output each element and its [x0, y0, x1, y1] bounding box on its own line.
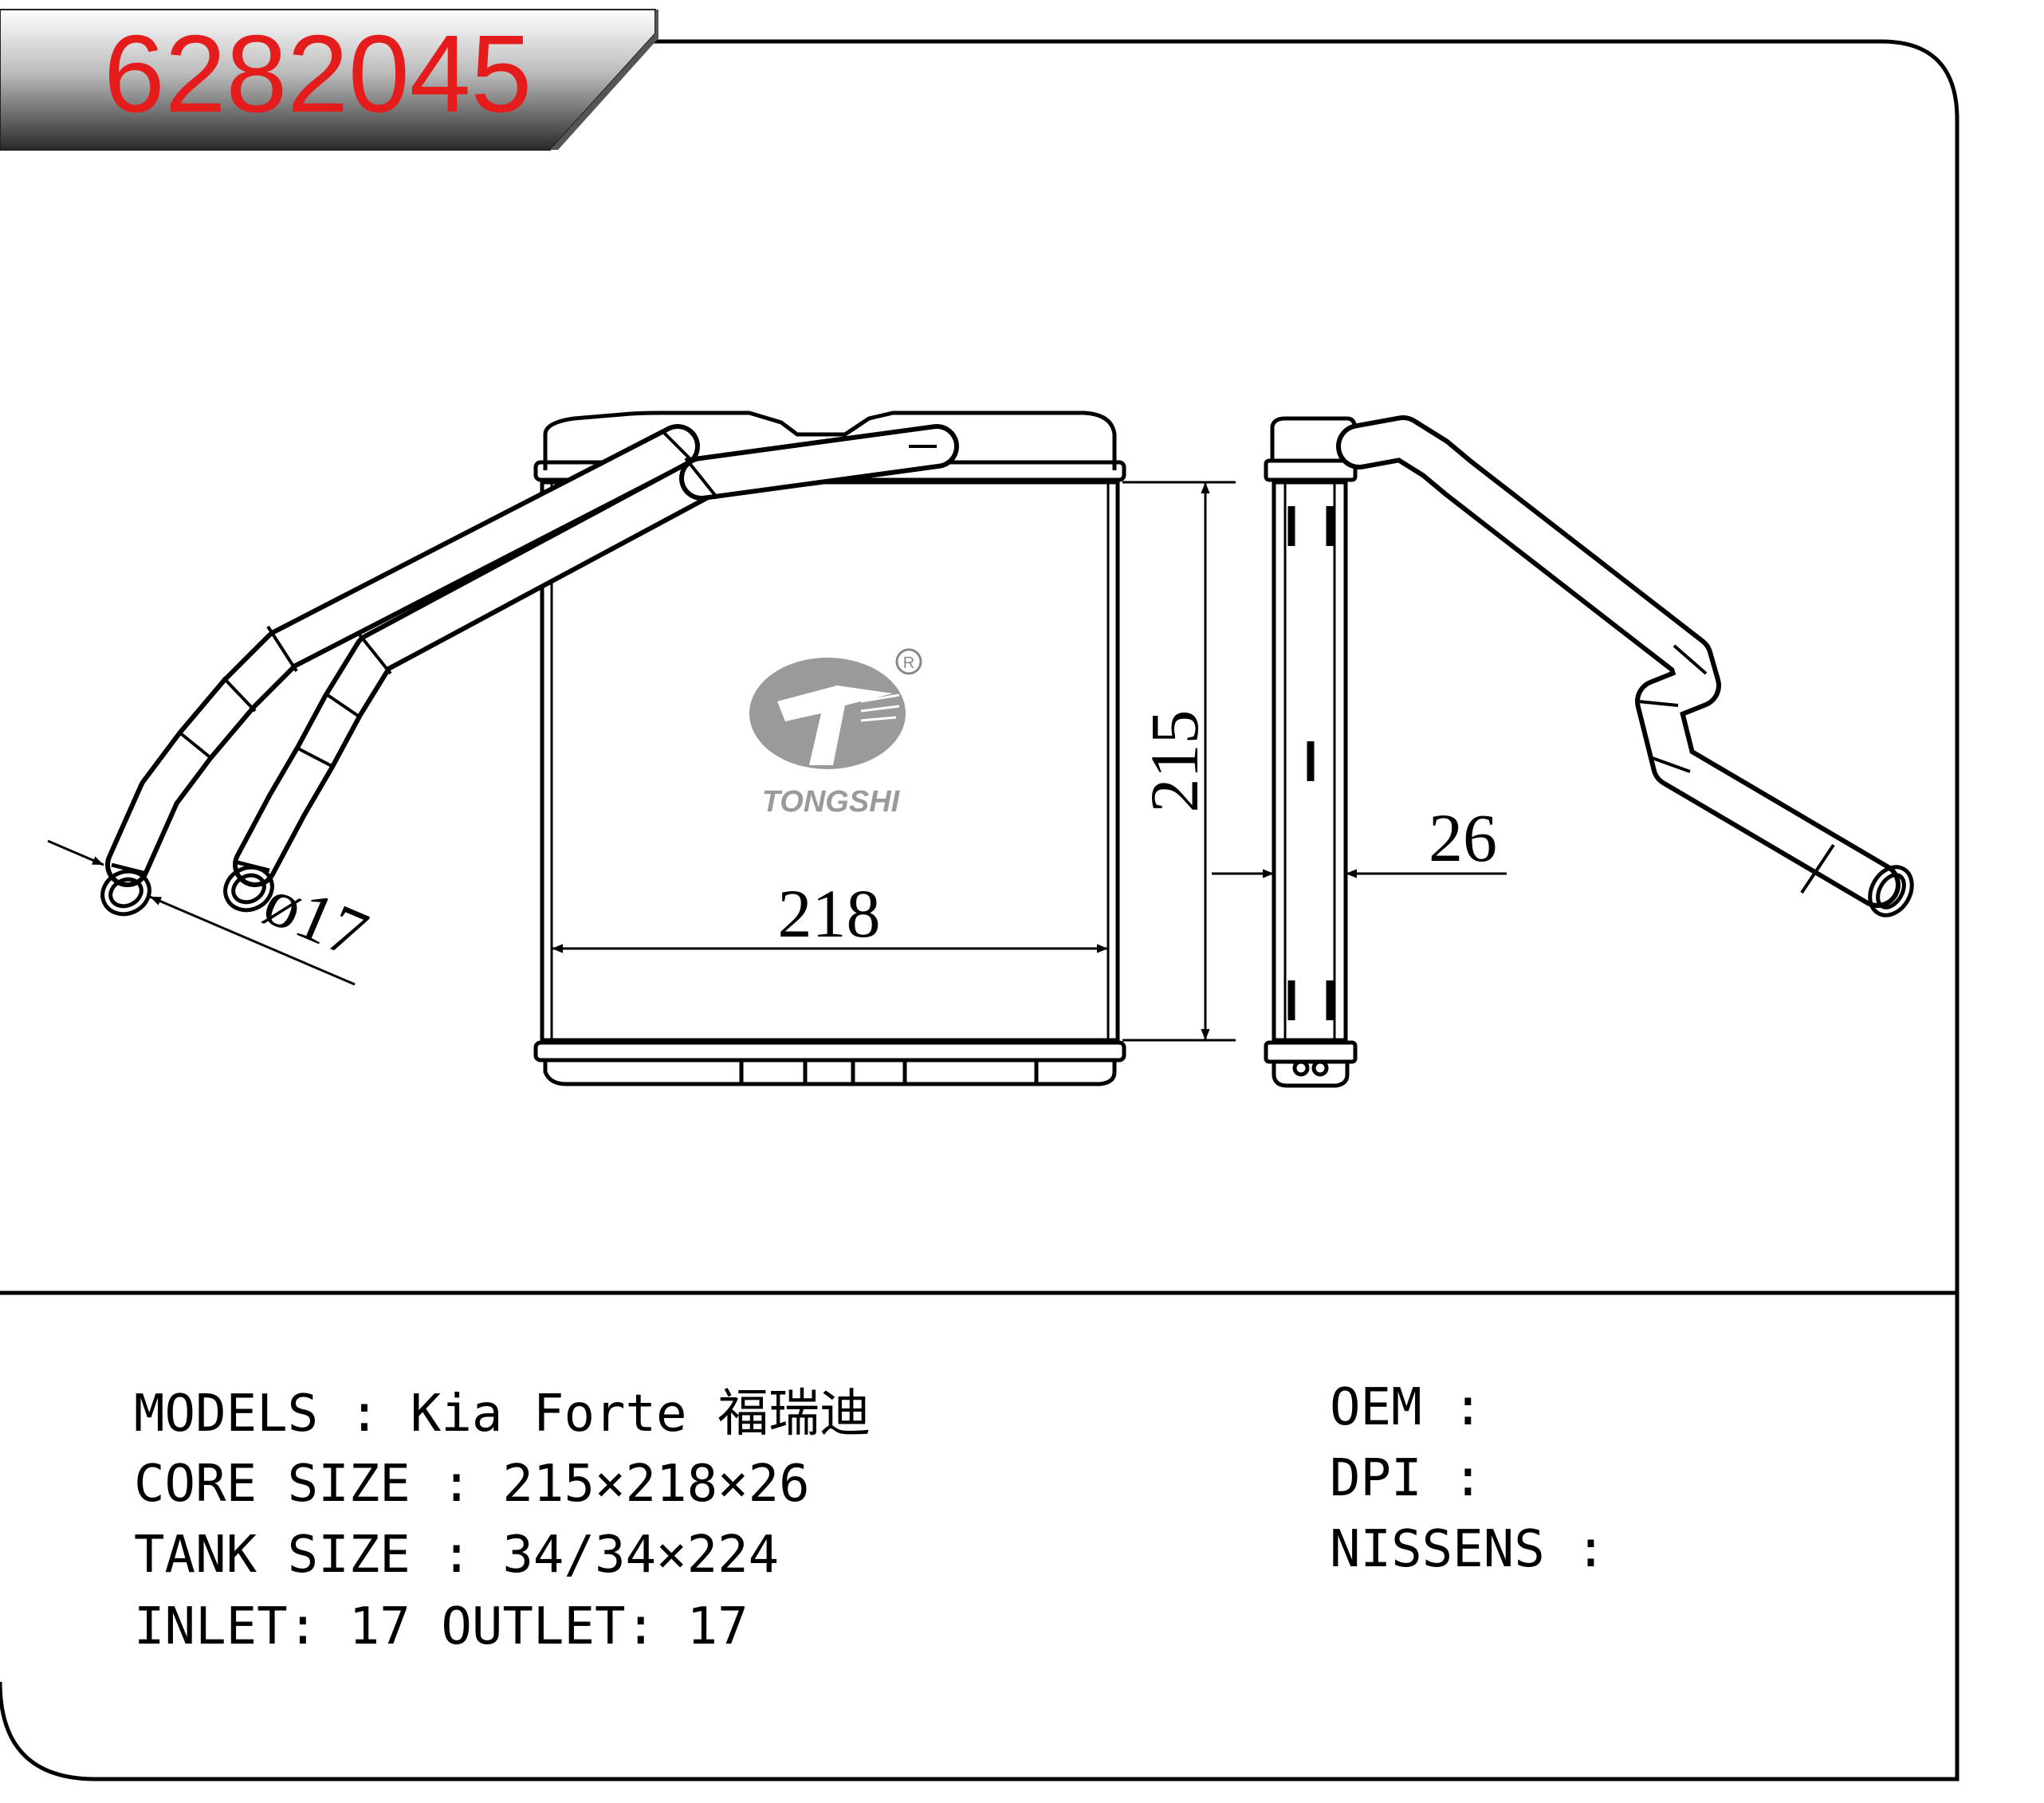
- tongshi-logo: R TONGSHI: [749, 648, 922, 819]
- ref-dpi: DPI :: [1330, 1449, 1484, 1508]
- outlet-pipe-end: [223, 860, 274, 913]
- registered-mark: R: [903, 654, 914, 672]
- thickness-dimension: 26: [1429, 799, 1497, 876]
- width-dimension: 218: [778, 875, 881, 952]
- dimension-lines: [47, 481, 1507, 1042]
- ref-oem: OEM :: [1330, 1378, 1484, 1437]
- side-core: [1272, 480, 1348, 1043]
- logo-wordmark: TONGSHI: [762, 785, 901, 819]
- spec-models: MODELS : Kia Forte 福瑞迪: [134, 1385, 871, 1444]
- part-number-banner: 6282045: [0, 9, 658, 151]
- part-number: 6282045: [104, 13, 532, 136]
- spec-inlet-outlet: INLET: 17 OUTLET: 17: [134, 1597, 749, 1656]
- spec-block: MODELS : Kia Forte 福瑞迪 CORE SIZE : 215×2…: [134, 1385, 871, 1656]
- reference-block: OEM : DPI : NISSENS :: [1330, 1378, 1606, 1579]
- heater-core-front-view: [100, 410, 1126, 1086]
- bottom-tank: [533, 1040, 1126, 1063]
- ref-nissens: NISSENS :: [1330, 1520, 1606, 1579]
- heater-core-side-view: [1264, 415, 1914, 1088]
- height-dimension: 215: [1136, 710, 1213, 813]
- spec-tank-size: TANK SIZE : 34/34×224: [134, 1526, 779, 1585]
- pipe-outline: [105, 424, 959, 887]
- spec-core-size: CORE SIZE : 215×218×26: [134, 1455, 810, 1514]
- top-tank: [543, 410, 1117, 470]
- sheet-frame: [0, 39, 1959, 1781]
- inlet-pipe-end: [100, 862, 151, 917]
